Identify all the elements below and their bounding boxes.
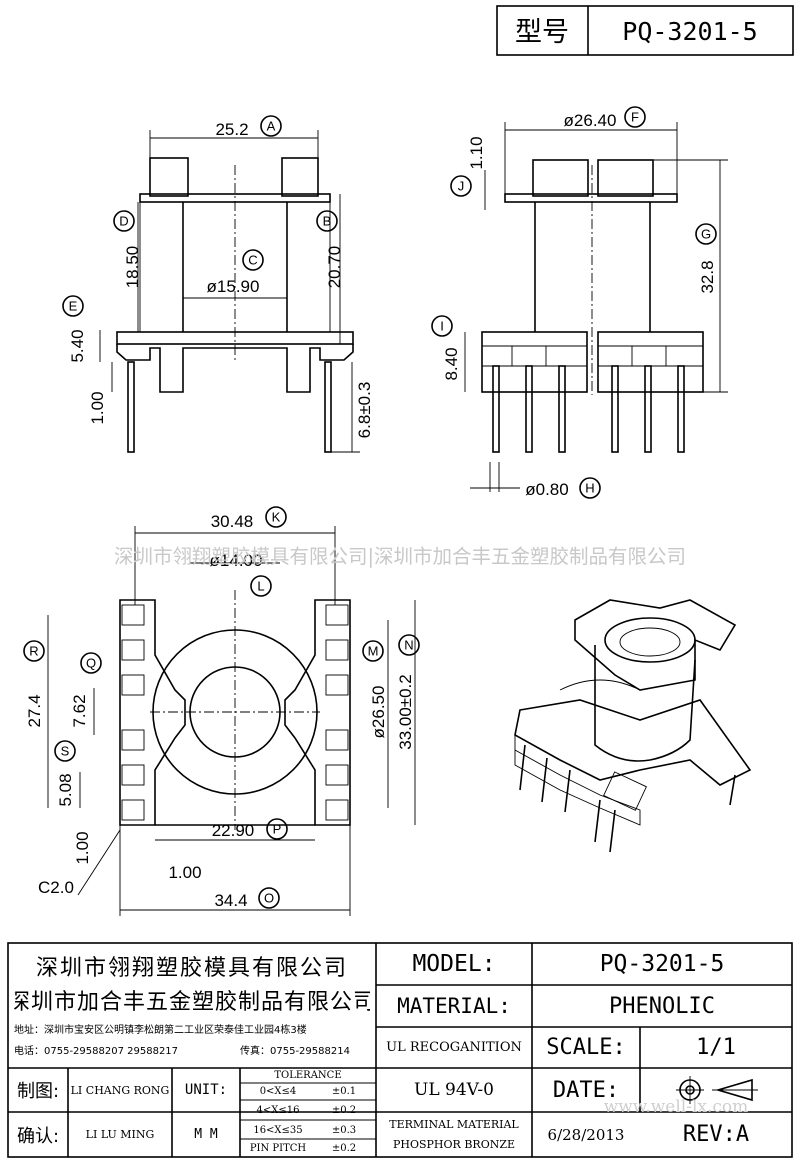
header-model-box: 型号 PQ-3201-5 xyxy=(496,5,794,56)
front-view xyxy=(99,130,360,453)
callout-H: H xyxy=(585,481,594,496)
dim-pin-len: 1.00 xyxy=(88,391,107,424)
date-label: DATE: xyxy=(552,1077,620,1103)
header-model-value: PQ-3201-5 xyxy=(622,17,757,46)
tolerance-range: 16<X≤35 xyxy=(253,1124,303,1136)
bottom-view xyxy=(47,526,416,916)
tolerance-value: ±0.2 xyxy=(331,1143,357,1154)
dim-L: ø14.00 xyxy=(210,551,263,570)
material-label: MATERIAL: xyxy=(397,994,511,1018)
callout-N: N xyxy=(404,638,413,653)
callout-P: P xyxy=(273,822,282,837)
callout-A: A xyxy=(267,119,276,134)
dim-C: ø15.90 xyxy=(207,277,260,296)
tolerance-value: ±0.1 xyxy=(331,1086,357,1097)
dim-side-1: 1.00 xyxy=(73,831,92,864)
dim-O: 34.4 xyxy=(214,891,247,910)
company-name-2: 深圳市加合丰五金塑胶制品有限公司 xyxy=(14,990,370,1015)
company-name-1: 深圳市翎翔塑胶模具有限公司 xyxy=(35,956,348,981)
callout-M: M xyxy=(368,644,379,659)
drawn-by-value: LI CHANG RONG xyxy=(70,1083,170,1097)
dim-Q: 7.62 xyxy=(70,694,89,727)
isometric-view xyxy=(514,599,752,853)
company-fax: 传真：0755-29588214 xyxy=(240,1045,350,1057)
tolerance-title: TOLERANCE xyxy=(274,1070,342,1081)
tolerance-value: ±0.2 xyxy=(331,1104,357,1116)
dim-G: 32.8 xyxy=(698,260,717,293)
callout-Q: Q xyxy=(86,656,96,671)
dim-N: 33.00±0.2 xyxy=(396,674,415,750)
dim-J: 1.10 xyxy=(467,136,486,169)
callout-F: F xyxy=(631,110,639,125)
ul-label: UL RECOGANITION xyxy=(386,1040,522,1055)
scale-value: 1/1 xyxy=(696,1035,736,1060)
dim-K: 30.48 xyxy=(211,512,254,531)
callout-S: S xyxy=(61,744,70,759)
dim-chamfer: C2.0 xyxy=(38,878,74,897)
dim-I: 8.40 xyxy=(442,347,461,380)
dim-A: 25.2 xyxy=(215,120,248,139)
checked-by-value: LI LU MING xyxy=(85,1128,155,1141)
dim-M: ø26.50 xyxy=(369,686,388,739)
ul-value: UL 94V-0 xyxy=(414,1080,494,1100)
callout-J: J xyxy=(458,179,465,194)
dim-R: 27.4 xyxy=(25,694,44,727)
callout-E: E xyxy=(69,299,78,314)
header-model-label: 型号 xyxy=(515,17,569,48)
dim-D: 18.50 xyxy=(123,246,142,289)
watermark-text: 深圳市翎翔塑胶模具有限公司|深圳市加合丰五金塑胶制品有限公司 xyxy=(113,545,687,568)
company-address: 地址：深圳市宝安区公明镇李松朗第二工业区荣泰佳工业园4栋3楼 xyxy=(14,1024,307,1036)
material-value: PHENOLIC xyxy=(609,993,715,1019)
scale-label: SCALE: xyxy=(546,1035,626,1060)
dim-H: ø0.80 xyxy=(525,480,568,499)
terminal-material-label: TERMINAL MATERIAL xyxy=(389,1117,519,1131)
unit-label: UNIT: xyxy=(184,1082,228,1098)
callout-B: B xyxy=(323,214,332,229)
side-view xyxy=(464,122,728,492)
callout-O: O xyxy=(264,891,274,906)
callout-L: L xyxy=(257,579,264,594)
site-watermark: www.well-lx.com xyxy=(603,1098,749,1116)
dim-S: 5.08 xyxy=(56,773,75,806)
checked-by-label: 确认: xyxy=(16,1125,60,1147)
dim-pin-height: 6.8±0.3 xyxy=(355,382,374,439)
dim-P: 22.90 xyxy=(212,821,255,840)
dim-bottom-1: 1.00 xyxy=(168,863,201,882)
terminal-material-value: PHOSPHOR BRONZE xyxy=(392,1137,516,1151)
projection-symbol-icon xyxy=(676,1076,758,1104)
tolerance-range: 0<X≤4 xyxy=(259,1086,297,1097)
callout-C: C xyxy=(248,253,257,268)
tolerance-range: PIN PITCH xyxy=(249,1143,307,1154)
date-value: 6/28/2013 xyxy=(547,1125,625,1144)
title-block-grid xyxy=(7,942,793,1158)
callout-K: K xyxy=(272,510,281,525)
company-phone: 电话：0755-29588207 29588217 xyxy=(14,1045,179,1057)
tolerance-range: 4<X≤16 xyxy=(256,1104,300,1116)
model-value: PQ-3201-5 xyxy=(599,951,725,977)
dim-E: 5.40 xyxy=(68,329,87,362)
drawn-by-label: 制图: xyxy=(16,1081,60,1102)
callout-R: R xyxy=(29,644,38,659)
dim-B: 20.70 xyxy=(325,246,344,289)
unit-value: M M xyxy=(194,1127,218,1142)
model-label: MODEL: xyxy=(412,951,496,977)
callout-D: D xyxy=(119,214,128,229)
tolerance-value: ±0.3 xyxy=(331,1124,357,1136)
callout-G: G xyxy=(701,227,711,242)
revision-label: REV:A xyxy=(682,1122,750,1147)
callouts: A B C D E F G H I J K L M N O P Q R S xyxy=(23,106,717,909)
dim-F: ø26.40 xyxy=(564,111,617,130)
callout-I: I xyxy=(440,319,444,334)
